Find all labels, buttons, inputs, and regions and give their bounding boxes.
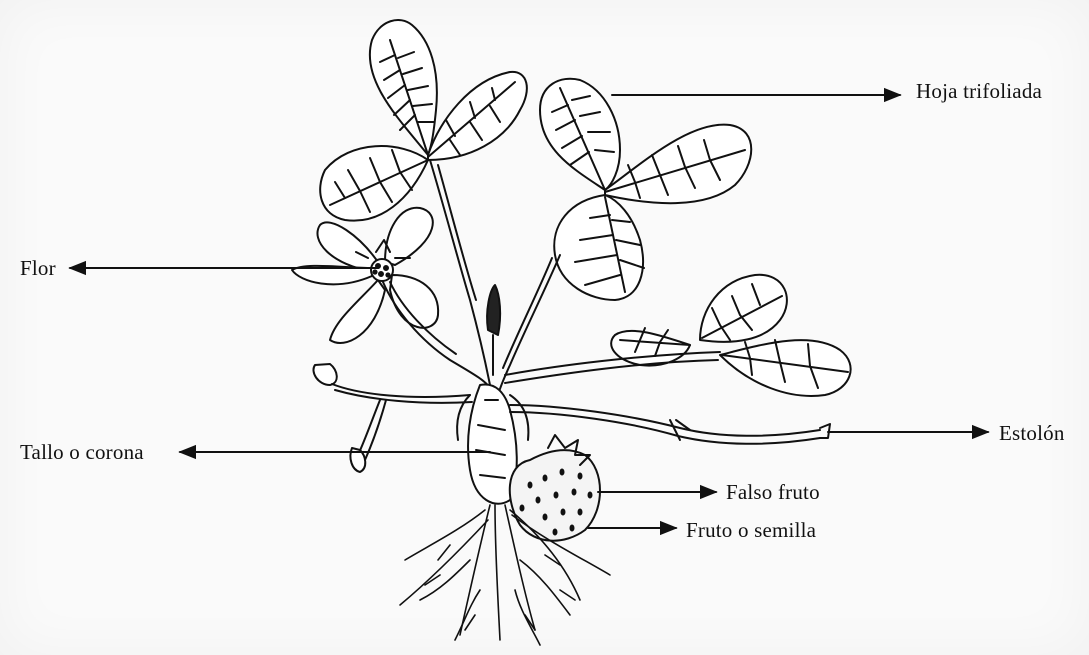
- label-estolon: Estolón: [999, 423, 1065, 444]
- bud-left: [313, 364, 472, 472]
- label-tallo-o-corona: Tallo o corona: [20, 442, 144, 463]
- fruit: [510, 435, 600, 541]
- label-fruto-o-semilla: Fruto o semilla: [686, 520, 816, 541]
- flower: [292, 208, 490, 388]
- leaf-middle-right: [505, 275, 851, 396]
- center-bud: [487, 285, 500, 375]
- label-hoja-trifoliada: Hoja trifoliada: [916, 81, 1042, 102]
- label-falso-fruto: Falso fruto: [726, 482, 820, 503]
- label-flor: Flor: [20, 258, 56, 279]
